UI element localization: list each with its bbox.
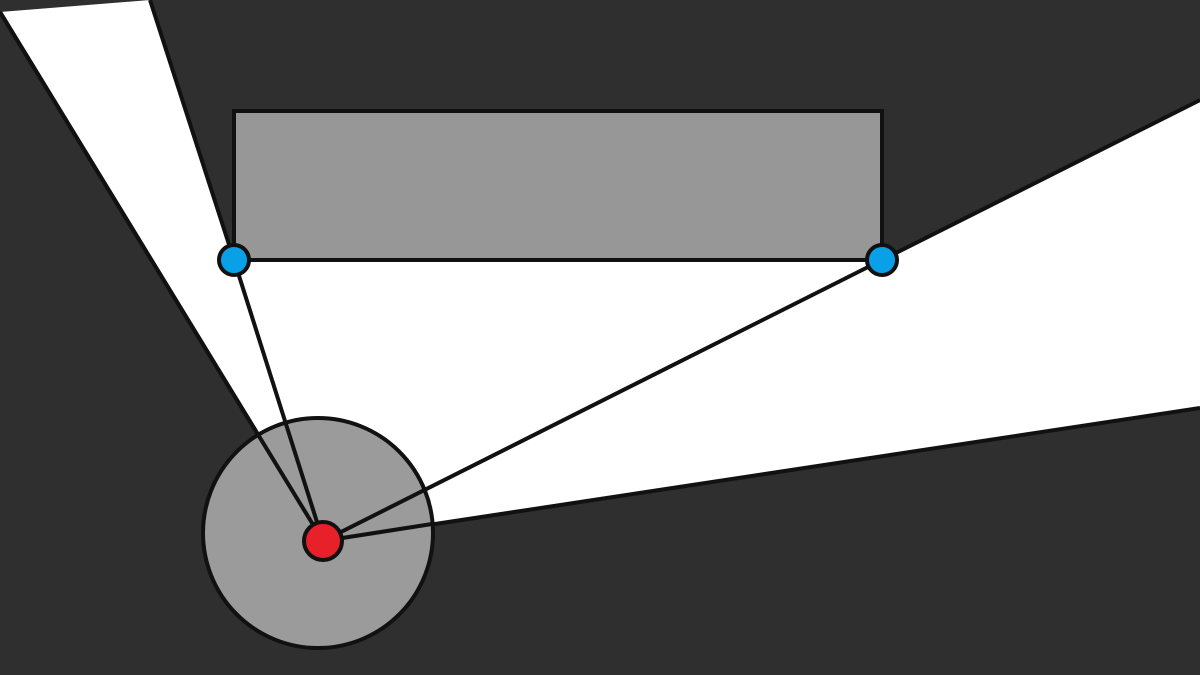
right-corner-point[interactable] (865, 243, 899, 277)
ray-line-to-right-corner (322, 258, 883, 543)
light-source-point[interactable] (302, 520, 344, 562)
lit-region-left (0, 0, 1200, 541)
ray-line-far-left (0, 10, 325, 543)
ray-line-to-left-corner (232, 259, 325, 542)
left-corner-point[interactable] (217, 243, 251, 277)
rectangular-obstacle (232, 109, 884, 262)
shadow-edge-line-bottom (322, 406, 1200, 543)
shadow-edge-line-left (148, 0, 236, 261)
shadow-edge-line-right (881, 98, 1200, 262)
